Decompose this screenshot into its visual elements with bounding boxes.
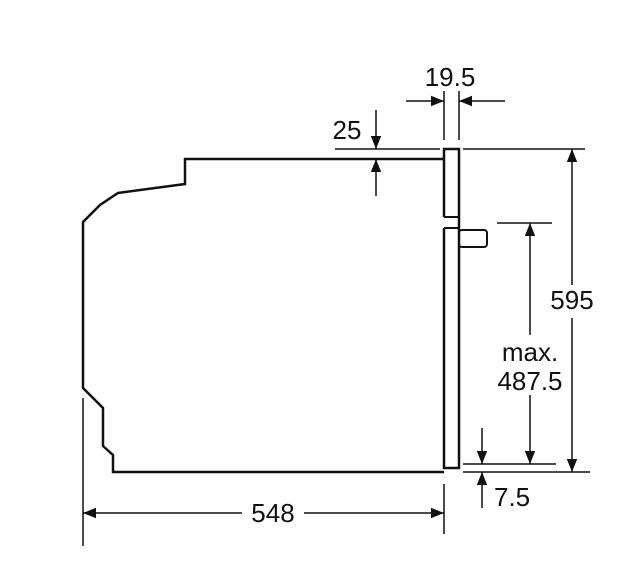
dim-label-max: max. <box>502 337 558 367</box>
dim-label-25: 25 <box>333 115 362 145</box>
dim-label-548: 548 <box>251 498 294 528</box>
knob-outline <box>458 229 488 248</box>
dim-label-7-5: 7.5 <box>494 482 530 512</box>
dim-label-487-5: 487.5 <box>497 366 562 396</box>
dim-label-19-5: 19.5 <box>425 62 476 92</box>
dim-label-595: 595 <box>550 285 593 315</box>
front-panel-outline <box>442 147 461 470</box>
oven-body-outline <box>81 157 444 474</box>
